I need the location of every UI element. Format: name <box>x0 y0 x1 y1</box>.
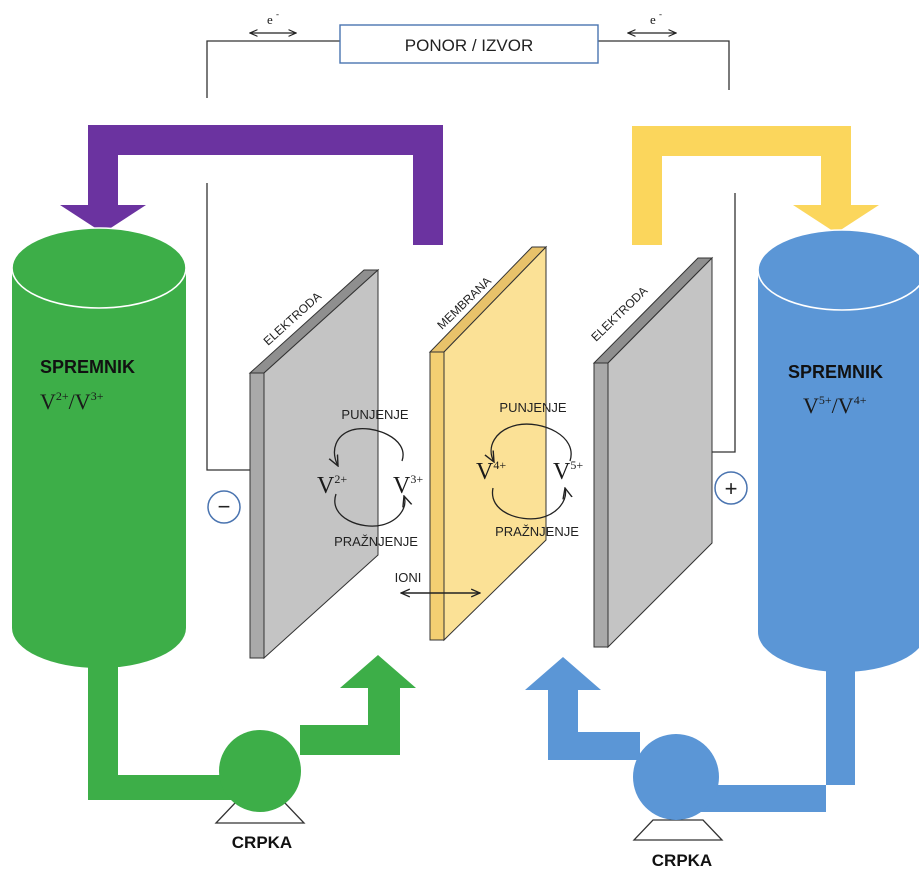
cycle-right-ion-r: V5+ <box>553 458 583 485</box>
cycle-left-ion-l-symbol: V <box>317 473 335 499</box>
electron-symbol-left: e <box>267 12 273 27</box>
membrane: MEMBRANA <box>428 245 548 642</box>
cycle-right-ion-l: V4+ <box>476 458 506 485</box>
tank-left-ion-b-sup: 3+ <box>91 389 104 403</box>
tank-right-ion-a-sup: 5+ <box>819 393 832 407</box>
cycle-right-top-label: PUNJENJE <box>499 400 567 415</box>
circuit-wire-left <box>206 183 250 471</box>
blue-pump-outlet-pipe <box>525 657 640 760</box>
purple-return-pipe <box>60 125 443 245</box>
negative-terminal-symbol: − <box>218 494 231 519</box>
cycle-right-ion-l-sup: 4+ <box>493 458 506 472</box>
positive-terminal-icon <box>714 471 748 505</box>
cycle-right-ion-l-symbol: V <box>476 459 494 485</box>
pump-right-stand <box>632 819 724 841</box>
tank-left-ions: V2+/V3+ <box>40 389 104 414</box>
tank-left-label: SPREMNIK <box>40 357 135 377</box>
electrode-left-side <box>249 372 265 659</box>
tank-left-ion-a: V <box>40 389 56 414</box>
pump-right: CRPKA <box>632 734 724 870</box>
cycle-left-bottom-arrow <box>334 493 405 527</box>
cycle-right-ion-r-sup: 5+ <box>570 458 583 472</box>
power-box <box>339 24 599 64</box>
tank-left-ion-a-sup: 2+ <box>56 389 69 403</box>
ions-label: IONI <box>395 570 422 585</box>
cycle-left-ion-r-symbol: V <box>393 473 411 499</box>
cycle-left-ion-r: V3+ <box>393 472 423 499</box>
ions-flow: IONI <box>395 570 480 593</box>
green-pump-outlet-pipe <box>300 655 416 755</box>
electron-charge-right: - <box>659 9 662 19</box>
circuit-wire-top-right <box>598 40 730 90</box>
yellow-return-pipe <box>632 126 879 245</box>
tank-right-body <box>758 230 919 672</box>
cycle-right-bottom-arrow <box>491 488 565 520</box>
electron-charge-left: - <box>276 9 279 19</box>
tank-right-separator: / <box>832 393 839 418</box>
positive-terminal-symbol: + <box>725 476 738 501</box>
membrane-side <box>429 351 445 641</box>
circuit-wire-top <box>206 40 340 98</box>
tank-right-ion-b: V <box>838 393 854 418</box>
cycle-left-ion-l-sup: 2+ <box>334 472 347 486</box>
tank-left-top-rim <box>11 227 187 309</box>
cycle-right-bottom-label: PRAŽNJENJE <box>495 524 579 539</box>
tank-right-label: SPREMNIK <box>788 362 883 382</box>
tank-right: SPREMNIK V5+/V4+ <box>757 229 919 672</box>
cycle-left-ion-l: V2+ <box>317 472 347 499</box>
electron-arrow-left: e - <box>250 9 296 33</box>
tank-left-ion-b: V <box>75 389 91 414</box>
cycle-left-top-arrow <box>334 428 404 466</box>
cycle-left-ion-r-sup: 3+ <box>410 472 423 486</box>
negative-terminal-icon <box>207 490 241 524</box>
tank-right-ion-a: V <box>803 393 819 418</box>
tank-left: SPREMNIK V2+/V3+ <box>11 227 187 668</box>
tank-left-body <box>12 228 186 668</box>
electrode-left: ELEKTRODA <box>248 268 380 660</box>
pump-right-label: CRPKA <box>652 851 712 870</box>
pump-left: CRPKA <box>214 730 306 852</box>
tank-left-separator: / <box>69 389 76 414</box>
blue-supply-pipe <box>700 665 855 812</box>
cycle-right: PUNJENJE V4+ V5+ PRAŽNJENJE <box>476 400 583 539</box>
electrode-right-face <box>607 256 713 649</box>
pump-right-icon <box>633 734 719 820</box>
green-supply-pipe <box>88 665 240 800</box>
electron-symbol-right: e <box>650 12 656 27</box>
cycle-right-top-arrow <box>491 423 572 462</box>
negative-terminal: − <box>207 490 241 524</box>
tank-right-top-rim <box>757 229 919 311</box>
cycle-right-ion-r-symbol: V <box>553 459 571 485</box>
external-circuit: PONOR / IZVOR e - e - <box>206 9 736 471</box>
cycle-left-bottom-label: PRAŽNJENJE <box>334 534 418 549</box>
electrode-left-face <box>263 268 379 660</box>
membrane-face <box>443 245 547 642</box>
positive-terminal: + <box>714 471 748 505</box>
electrode-right-side <box>593 362 609 648</box>
power-box-label: PONOR / IZVOR <box>405 36 533 55</box>
tank-right-ion-b-sup: 4+ <box>854 393 867 407</box>
tank-right-ions: V5+/V4+ <box>803 393 867 418</box>
pump-left-label: CRPKA <box>232 833 292 852</box>
pump-left-icon <box>219 730 301 812</box>
cycle-left: PUNJENJE V2+ V3+ PRAŽNJENJE <box>317 407 423 549</box>
cycle-left-top-label: PUNJENJE <box>341 407 409 422</box>
electron-arrow-right: e - <box>628 9 676 33</box>
electrode-right: ELEKTRODA <box>588 256 714 649</box>
